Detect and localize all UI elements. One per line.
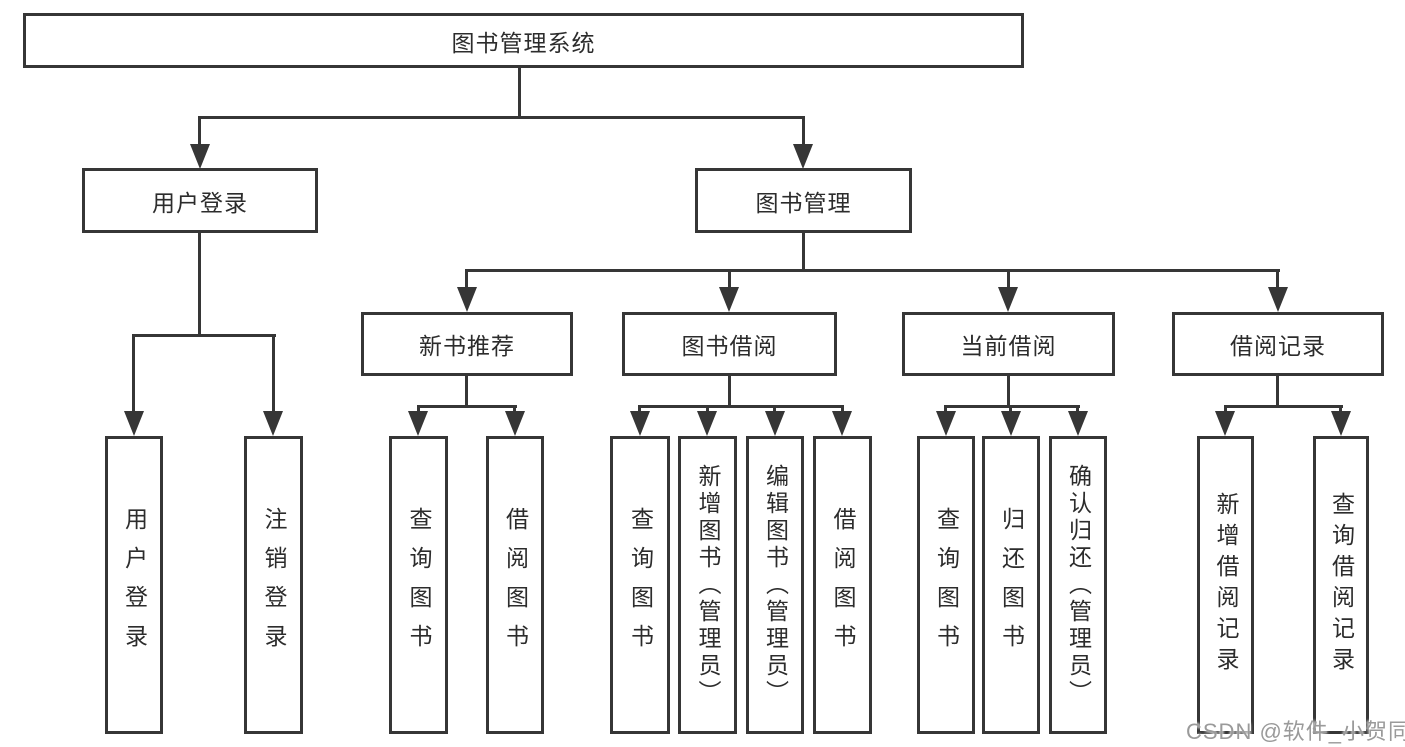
leaf-label: 查询借阅记录 — [1328, 492, 1355, 678]
connector-shaft-login — [198, 116, 201, 147]
connector-shaft — [1007, 269, 1010, 291]
arrow-down-icon — [1268, 287, 1288, 312]
leaf-label: 归还图书 — [998, 507, 1025, 663]
connector-bar — [638, 405, 844, 408]
leaf-borrow-books: 借阅图书 — [813, 436, 872, 734]
arrow-down-icon — [505, 411, 525, 436]
leaf-label: 确认归还（管理员） — [1065, 463, 1092, 707]
connector-login-stem — [198, 233, 201, 337]
node-book-management-label: 图书管理 — [755, 189, 852, 216]
arrow-down-icon — [630, 411, 650, 436]
connector-shaft — [841, 405, 844, 415]
arrow-down-icon — [1331, 411, 1351, 436]
leaf-label: 查询图书 — [627, 507, 654, 663]
connector-shaft — [1276, 269, 1279, 291]
connector-shaft — [1339, 405, 1342, 415]
node-new-book-recommend: 新书推荐 — [361, 312, 573, 376]
leaf-label: 新增借阅记录 — [1213, 492, 1239, 678]
node-current-borrow-label: 当前借阅 — [960, 333, 1057, 359]
leaf-label: 借阅图书 — [830, 507, 856, 663]
arrow-down-icon — [457, 287, 477, 312]
connector-shaft — [132, 334, 135, 412]
leaf-label: 编辑图书（管理员） — [762, 463, 789, 707]
connector-shaft-bookmgmt — [802, 116, 805, 147]
connector-shaft — [638, 405, 641, 415]
arrow-down-icon — [1001, 411, 1021, 436]
connector-bar — [417, 405, 517, 408]
arrow-down-icon — [190, 144, 210, 169]
leaf-label: 新增图书（管理员） — [695, 463, 721, 707]
leaf-query-books-recommend: 查询图书 — [389, 436, 448, 734]
leaf-return-books: 归还图书 — [982, 436, 1040, 734]
arrow-down-icon — [765, 411, 785, 436]
leaf-add-books-admin: 新增图书（管理员） — [678, 436, 737, 734]
arrow-down-icon — [408, 411, 428, 436]
connector-bar — [944, 405, 1080, 408]
csdn-watermark: CSDN @软件_小贺同学 — [1186, 719, 1405, 744]
connector-shaft — [706, 405, 709, 415]
connector-bookmgmt-stem — [802, 233, 805, 272]
node-root: 图书管理系统 — [23, 13, 1024, 68]
leaf-edit-books-admin: 编辑图书（管理员） — [746, 436, 804, 734]
arrow-down-icon — [793, 144, 813, 169]
leaf-confirm-return-admin: 确认归还（管理员） — [1049, 436, 1107, 734]
leaf-label: 查询图书 — [933, 507, 960, 663]
connector-root-stem — [518, 68, 521, 119]
node-book-borrow: 图书借阅 — [622, 312, 837, 376]
connector-shaft — [1224, 405, 1227, 415]
node-current-borrow: 当前借阅 — [902, 312, 1115, 376]
arrow-down-icon — [998, 287, 1018, 312]
arrow-down-icon — [719, 287, 739, 312]
connector-shaft — [513, 405, 516, 415]
node-user-login: 用户登录 — [82, 168, 318, 233]
leaf-logout: 注销登录 — [244, 436, 303, 734]
leaf-add-borrow-record: 新增借阅记录 — [1197, 436, 1254, 734]
node-book-management: 图书管理 — [695, 168, 912, 233]
connector-stem — [465, 376, 468, 408]
leaf-query-books-borrow: 查询图书 — [610, 436, 670, 734]
leaf-label: 借阅图书 — [502, 507, 529, 663]
arrow-down-icon — [1215, 411, 1235, 436]
arrow-down-icon — [124, 411, 144, 436]
connector-shaft — [417, 405, 420, 415]
arrow-down-icon — [936, 411, 956, 436]
connector-bar — [1224, 405, 1343, 408]
arrow-down-icon — [1068, 411, 1088, 436]
leaf-borrow-books-recommend: 借阅图书 — [486, 436, 544, 734]
leaf-label: 注销登录 — [261, 507, 287, 663]
connector-shaft — [1076, 405, 1079, 415]
leaf-label: 查询图书 — [406, 507, 432, 663]
node-root-label: 图书管理系统 — [451, 29, 596, 56]
leaf-query-books-current: 查询图书 — [917, 436, 975, 734]
node-borrow-records-label: 借阅记录 — [1230, 333, 1326, 359]
connector-shaft — [944, 405, 947, 415]
connector-shaft — [773, 405, 776, 415]
connector-stem — [1276, 376, 1279, 408]
connector-shaft — [272, 334, 275, 412]
leaf-label: 用户登录 — [121, 507, 148, 663]
arrow-down-icon — [263, 411, 283, 436]
node-new-book-recommend-label: 新书推荐 — [419, 333, 515, 359]
connector-shaft — [465, 269, 468, 291]
connector-level1-bar — [198, 116, 805, 119]
node-borrow-records: 借阅记录 — [1172, 312, 1384, 376]
arrow-down-icon — [697, 411, 717, 436]
node-book-borrow-label: 图书借阅 — [681, 333, 778, 359]
connector-shaft — [728, 269, 731, 291]
leaf-query-borrow-record: 查询借阅记录 — [1313, 436, 1369, 734]
arrow-down-icon — [832, 411, 852, 436]
connector-shaft — [1009, 405, 1012, 415]
connector-login-bar — [132, 334, 276, 337]
connector-stem — [728, 376, 731, 408]
leaf-user-login: 用户登录 — [105, 436, 163, 734]
node-user-login-label: 用户登录 — [152, 189, 248, 216]
connector-stem — [1007, 376, 1010, 408]
connector-level2-bar — [465, 269, 1280, 272]
